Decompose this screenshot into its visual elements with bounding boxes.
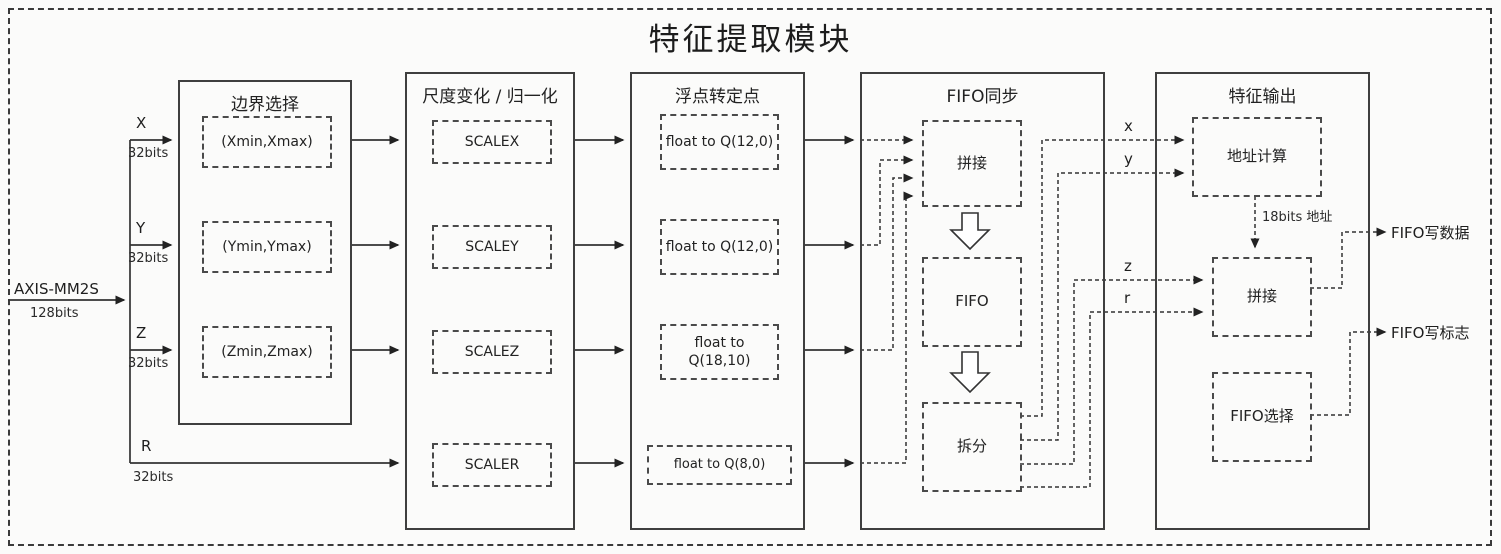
channel-y-bits: 32bits <box>128 251 169 266</box>
block-scale: 尺度变化 / 归一化 SCALEX SCALEY SCALEZ SCALER <box>405 72 575 530</box>
f2f-q8-box: float to Q(8,0) <box>647 445 792 485</box>
block-fifo-sync-title: FIFO同步 <box>946 87 1019 107</box>
mid-label-z: z <box>1124 257 1132 275</box>
fifo-select-box: FIFO选择 <box>1212 372 1312 462</box>
diagram-title: 特征提取模块 <box>648 22 853 58</box>
channel-y-label: Y <box>136 219 146 237</box>
boundary-xminmax-box: (Xmin,Xmax) <box>202 116 332 168</box>
boundary-zminmax-box: (Zmin,Zmax) <box>202 326 332 378</box>
mid-label-x: x <box>1124 117 1133 135</box>
block-fifo-sync: FIFO同步 拼接 FIFO 拆分 <box>860 72 1105 530</box>
addr-bits-label: 18bits 地址 <box>1262 210 1333 225</box>
block-float2fixed-title: 浮点转定点 <box>675 87 760 107</box>
block-scale-title: 尺度变化 / 归一化 <box>422 87 558 107</box>
mid-label-r: r <box>1124 289 1131 307</box>
input-bits: 128bits <box>30 306 79 321</box>
output-fifo-write-flag: FIFO写标志 <box>1391 324 1470 342</box>
channel-r-label: R <box>141 437 152 455</box>
split-box: 拆分 <box>922 402 1022 492</box>
block-boundary-title: 边界选择 <box>231 95 299 115</box>
input-name: AXIS-MM2S <box>14 280 99 298</box>
block-feature-out: 特征输出 地址计算 拼接 FIFO选择 <box>1155 72 1370 530</box>
scaley-box: SCALEY <box>432 225 552 269</box>
module-border <box>8 8 1492 546</box>
scaler-box: SCALER <box>432 443 552 487</box>
fifo-box: FIFO <box>922 257 1022 347</box>
channel-x-label: X <box>136 114 147 132</box>
scalex-box: SCALEX <box>432 120 552 164</box>
output-fifo-write-data: FIFO写数据 <box>1391 224 1470 242</box>
block-boundary: 边界选择 (Xmin,Xmax) (Ymin,Ymax) (Zmin,Zmax) <box>178 80 352 425</box>
concat2-box: 拼接 <box>1212 257 1312 337</box>
boundary-yminmax-box: (Ymin,Ymax) <box>202 221 332 273</box>
f2f-q12-box-1: float to Q(12,0) <box>660 114 779 170</box>
scalez-box: SCALEZ <box>432 330 552 374</box>
channel-z-label: Z <box>136 324 147 342</box>
concat-box: 拼接 <box>922 120 1022 207</box>
mid-label-y: y <box>1124 150 1133 168</box>
channel-r-bits: 32bits <box>133 470 174 485</box>
block-float2fixed: 浮点转定点 float to Q(12,0) float to Q(12,0) … <box>630 72 805 530</box>
channel-x-bits: 32bits <box>128 146 169 161</box>
addr-calc-box: 地址计算 <box>1192 117 1322 197</box>
block-feature-out-title: 特征输出 <box>1228 87 1297 107</box>
channel-z-bits: 32bits <box>128 356 169 371</box>
f2f-q18-box: float to Q(18,10) <box>660 324 779 380</box>
f2f-q12-box-2: float to Q(12,0) <box>660 219 779 275</box>
